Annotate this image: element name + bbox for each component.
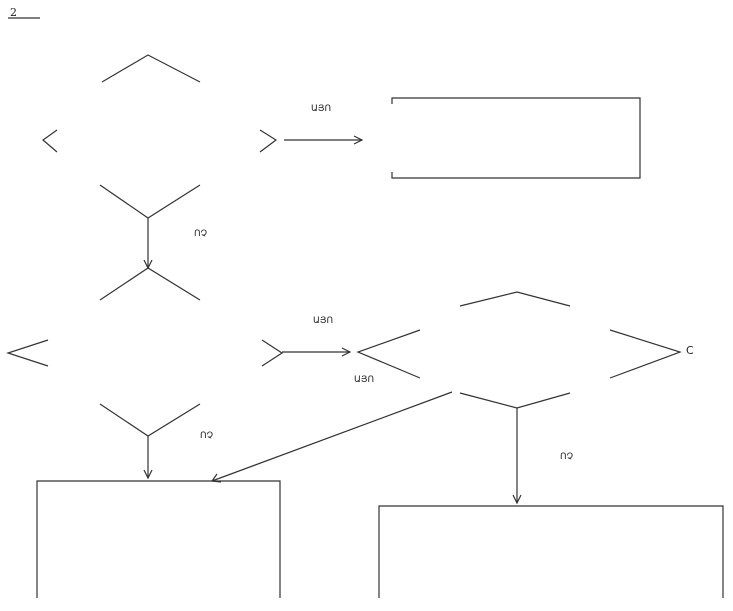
label-yes-d3: ԱՅՈ (354, 375, 375, 385)
box-2-outline (36, 480, 281, 598)
arrowhead-d3-b3 (512, 494, 522, 505)
arrowhead-d1-b1 (353, 135, 364, 145)
label-no-d1: ՈՉ (194, 229, 208, 239)
label-c: C (686, 344, 694, 357)
connector-d3-b2 (211, 391, 453, 482)
label-no-d2: ՈՉ (200, 431, 214, 441)
arrowhead-d1-d2 (143, 259, 153, 270)
decision-3-shape (356, 291, 682, 409)
label-no-d3: ՈՉ (560, 452, 574, 462)
decision-1-shape (42, 54, 278, 219)
arrowhead-d3-b2 (210, 473, 222, 483)
label-yes-d2: ԱՅՈ (313, 316, 334, 326)
arrowhead-d2-d3 (341, 347, 352, 357)
box-1-outline (391, 97, 641, 179)
label-yes-d1: ԱՅՈ (311, 104, 332, 114)
decision-2-shape (6, 267, 284, 437)
box-3-outline (378, 505, 724, 598)
arrowhead-d2-b2 (143, 469, 153, 480)
page-number: 2 (10, 6, 17, 19)
